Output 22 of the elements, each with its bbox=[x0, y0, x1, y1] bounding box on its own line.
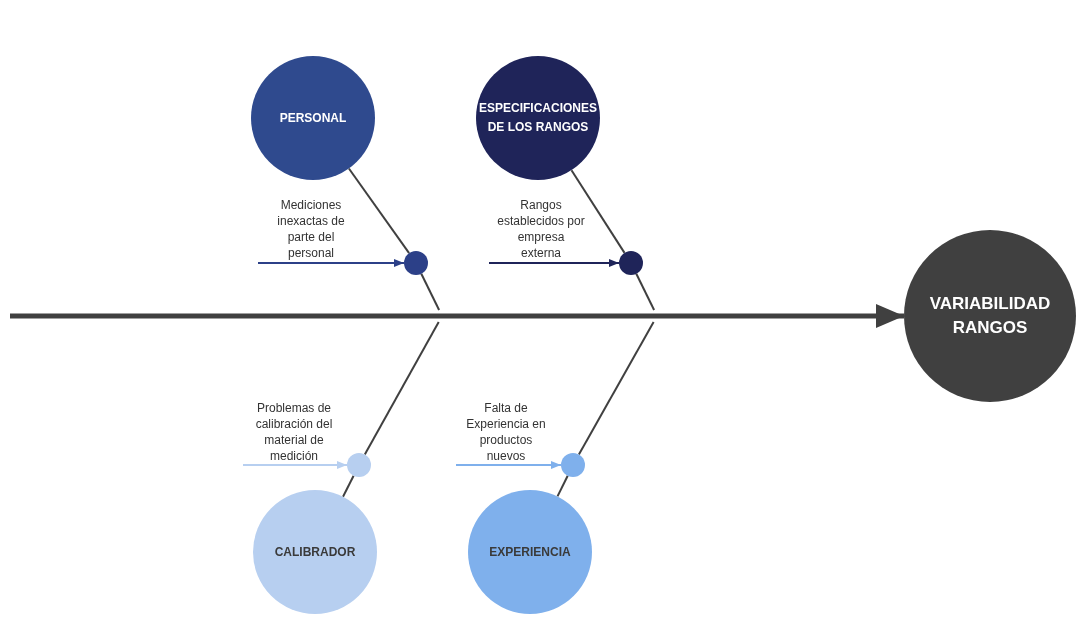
bone-line bbox=[570, 169, 626, 254]
junction-dot bbox=[619, 251, 643, 275]
arrow bbox=[455, 461, 562, 469]
arrow bbox=[242, 461, 348, 469]
bone-line bbox=[342, 474, 355, 498]
cause-text: Falta de Experiencia en productos nuevos bbox=[465, 400, 547, 464]
cause-text: Problemas de calibración del material de medición bbox=[254, 400, 334, 464]
effect-label: VARIABILIDAD RANGOS bbox=[928, 293, 1052, 339]
arrow bbox=[488, 259, 620, 267]
category-label: ESPECIFICACIONES DE LOS RANGOS bbox=[478, 100, 598, 136]
category-label: PERSONAL bbox=[278, 109, 348, 127]
arrow bbox=[257, 259, 405, 267]
bone-line bbox=[556, 474, 569, 498]
category-label: CALIBRADOR bbox=[273, 543, 357, 561]
bone-line bbox=[347, 167, 411, 255]
category-label: EXPERIENCIA bbox=[488, 543, 572, 561]
cause-text: Mediciones inexactas de parte del personal bbox=[276, 197, 346, 261]
junction-dot bbox=[404, 251, 428, 275]
spine-arrow bbox=[10, 304, 904, 328]
cause-text: Rangos establecidos por empresa externa bbox=[497, 197, 585, 261]
junction-dot bbox=[561, 453, 585, 477]
junction-dot bbox=[347, 453, 371, 477]
